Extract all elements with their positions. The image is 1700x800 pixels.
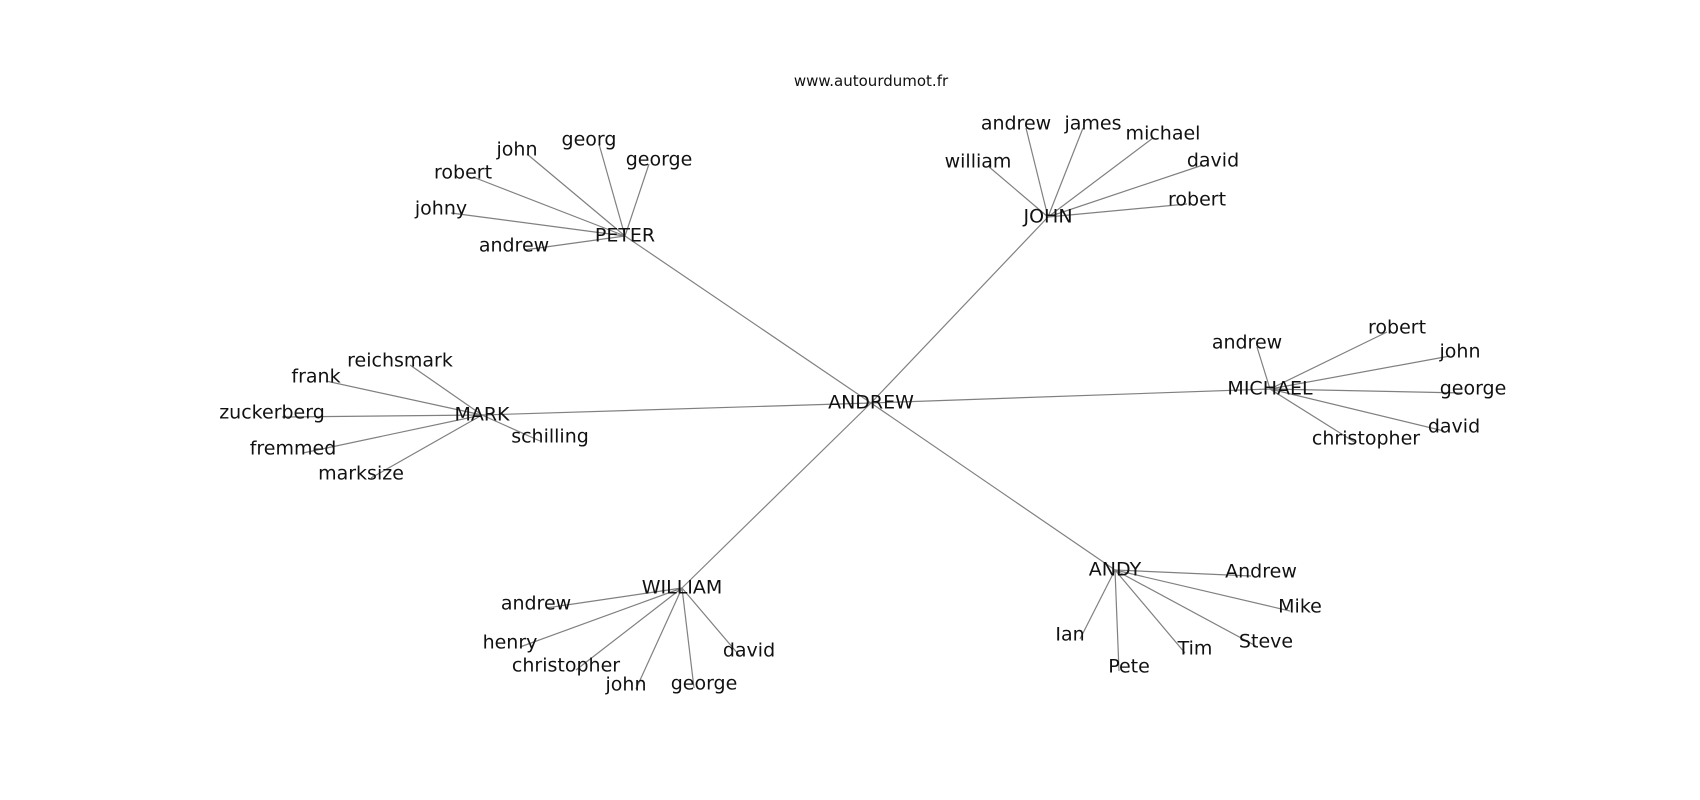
leaf-node-andy-4: Pete — [1108, 655, 1150, 678]
leaf-node-mark-4: marksize — [318, 462, 404, 485]
leaf-node-mark-5: schilling — [511, 425, 589, 448]
edge-andy-to-word-2 — [1114, 569, 1257, 647]
leaf-node-mark-2: zuckerberg — [219, 401, 325, 424]
leaf-node-michael-4: david — [1427, 415, 1481, 438]
edge-andy-to-word-1 — [1114, 569, 1291, 612]
leaf-node-john-1: james — [1064, 112, 1122, 135]
leaf-node-william-0: andrew — [500, 592, 572, 615]
leaf-node-andy-0: Andrew — [1225, 560, 1297, 583]
edge-john-to-word-2 — [1047, 137, 1154, 218]
edge-root-to-andy — [870, 402, 1116, 571]
edge-michael-to-word-5 — [1269, 388, 1357, 444]
source-watermark: www.autourdumot.fr — [793, 72, 949, 90]
edge-mark-to-word-3 — [302, 414, 483, 454]
hub-node-john: JOHN — [1023, 205, 1073, 228]
edge-michael-to-word-2 — [1269, 355, 1451, 390]
edge-william-to-word-4 — [681, 587, 695, 689]
edge-andy-to-word-4 — [1114, 569, 1120, 672]
edge-peter-to-word-4 — [450, 212, 626, 237]
edge-john-to-word-3 — [987, 165, 1049, 218]
leaf-node-peter-0: john — [496, 138, 538, 161]
edge-root-to-peter — [624, 235, 872, 404]
edge-peter-to-word-2 — [624, 163, 650, 237]
leaf-node-john-2: michael — [1125, 122, 1201, 145]
edge-mark-to-word-4 — [370, 414, 483, 479]
edge-root-to-william — [681, 402, 872, 589]
edge-michael-to-word-3 — [1269, 388, 1464, 394]
edge-john-to-word-0 — [1025, 127, 1049, 218]
leaf-node-michael-1: robert — [1367, 316, 1427, 339]
leaf-node-peter-5: andrew — [478, 234, 550, 257]
edge-william-to-word-1 — [519, 587, 683, 648]
hub-node-michael: MICHAEL — [1227, 377, 1313, 400]
edge-peter-to-word-3 — [472, 176, 626, 237]
leaf-node-andy-2: Steve — [1238, 630, 1294, 653]
edge-michael-to-word-1 — [1269, 331, 1388, 390]
leaf-node-andy-5: Ian — [1055, 623, 1085, 646]
edge-peter-to-word-0 — [526, 153, 626, 237]
leaf-node-john-3: william — [944, 150, 1012, 173]
root-node-label: ANDREW — [828, 391, 914, 414]
edge-andy-to-word-0 — [1114, 569, 1252, 577]
edge-mark-to-word-0 — [409, 364, 483, 416]
edge-john-to-word-4 — [1047, 164, 1204, 218]
edge-root-to-mark — [481, 402, 872, 416]
edge-mark-to-word-1 — [325, 380, 483, 416]
leaf-node-mark-1: frank — [291, 365, 341, 388]
hub-node-william: WILLIAM — [641, 576, 723, 599]
leaf-node-andy-3: Tim — [1177, 637, 1213, 660]
edge-john-to-word-1 — [1047, 127, 1084, 218]
leaf-node-william-2: christopher — [511, 654, 621, 677]
edge-michael-to-word-4 — [1269, 388, 1445, 432]
leaf-node-peter-2: george — [625, 148, 693, 171]
edge-peter-to-word-1 — [598, 143, 626, 237]
leaf-node-john-5: robert — [1167, 188, 1227, 211]
leaf-node-mark-3: fremmed — [249, 437, 337, 460]
edge-william-to-word-3 — [635, 587, 683, 690]
edge-william-to-word-2 — [575, 587, 683, 671]
hub-node-andy: ANDY — [1088, 558, 1142, 581]
edge-john-to-word-5 — [1047, 203, 1188, 218]
edge-root-to-john — [870, 216, 1049, 404]
hub-node-peter: PETER — [594, 224, 656, 247]
edge-peter-to-word-5 — [523, 235, 626, 251]
edge-william-to-word-5 — [681, 587, 740, 656]
leaf-node-peter-3: robert — [433, 161, 493, 184]
leaf-node-peter-4: johny — [414, 197, 468, 220]
edge-michael-to-word-0 — [1256, 346, 1271, 390]
leaf-node-michael-2: john — [1439, 340, 1481, 363]
leaf-node-william-3: john — [605, 673, 647, 696]
edge-mark-to-word-5 — [481, 414, 541, 442]
leaf-node-john-4: david — [1186, 149, 1240, 172]
leaf-node-mark-0: reichsmark — [347, 349, 453, 372]
leaf-node-william-4: george — [670, 672, 738, 695]
leaf-node-john-0: andrew — [980, 112, 1052, 135]
edge-root-to-michael — [870, 388, 1271, 404]
hub-node-mark: MARK — [454, 403, 510, 426]
leaf-node-william-5: david — [722, 639, 776, 662]
leaf-node-peter-1: georg — [561, 128, 617, 151]
edge-william-to-word-0 — [545, 587, 683, 609]
edge-mark-to-word-2 — [281, 414, 483, 418]
leaf-node-michael-5: christopher — [1311, 427, 1421, 450]
edge-andy-to-word-3 — [1114, 569, 1186, 654]
leaf-node-andy-1: Mike — [1278, 595, 1322, 618]
leaf-node-william-1: henry — [482, 631, 538, 654]
leaf-node-michael-3: george — [1439, 377, 1507, 400]
leaf-node-michael-0: andrew — [1211, 331, 1283, 354]
edge-andy-to-word-5 — [1079, 569, 1116, 640]
